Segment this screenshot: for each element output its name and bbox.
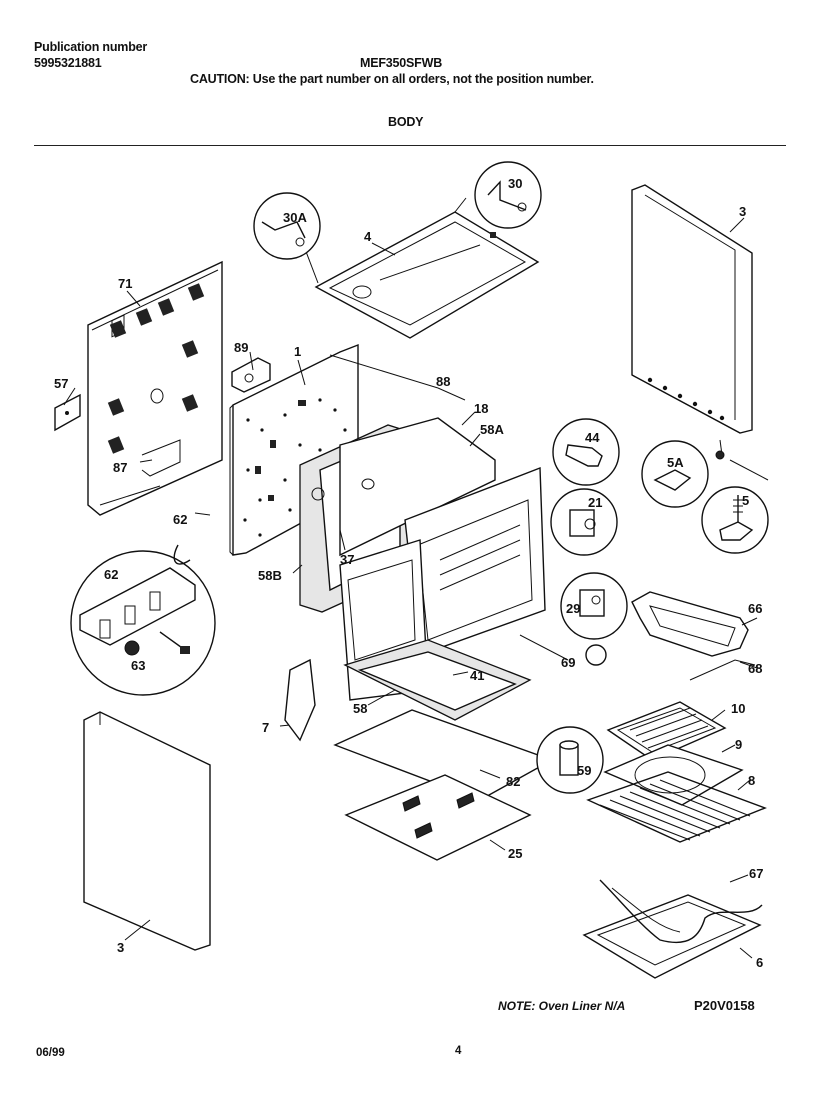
callout-6: 6 — [756, 955, 763, 970]
inset-5A — [641, 440, 709, 508]
callout-5A: 5A — [667, 455, 684, 470]
callout-25: 25 — [508, 846, 522, 861]
inset-30 — [474, 161, 542, 229]
callout-88: 88 — [436, 374, 450, 389]
callout-68: 68 — [748, 661, 762, 676]
callout-4: 4 — [364, 229, 372, 244]
oven-cavity — [299, 417, 554, 861]
part-69 — [585, 644, 607, 666]
callout-10: 10 — [731, 701, 745, 716]
callout-37: 37 — [340, 552, 354, 567]
footer-date: 06/99 — [36, 1047, 65, 1059]
inset-21 — [550, 488, 618, 556]
callout-3-bottom: 3 — [117, 940, 124, 955]
publication-number: 5995321881 — [34, 56, 102, 70]
part-5A-pin — [715, 450, 725, 460]
callout-7: 7 — [262, 720, 269, 735]
callout-1: 1 — [294, 344, 301, 359]
callout-30A: 30A — [283, 210, 307, 225]
broiler-pan-9 — [603, 744, 744, 806]
callout-62-inset: 62 — [104, 567, 118, 582]
top-panel-4 — [314, 211, 540, 339]
page-number: 4 — [455, 1045, 462, 1057]
oven-liner-note: NOTE: Oven Liner N/A — [498, 999, 626, 1013]
model-number: MEF350SFWB — [360, 56, 443, 70]
callout-69: 69 — [561, 655, 575, 670]
oven-rack-8 — [586, 771, 767, 843]
inset-59 — [536, 726, 604, 794]
callout-21: 21 — [588, 495, 602, 510]
callout-87: 87 — [113, 460, 127, 475]
broil-element-66 — [631, 591, 756, 681]
callout-labels: 30A 30 4 3 71 57 89 1 88 18 58A 44 87 5A… — [54, 176, 763, 970]
inset-29 — [560, 572, 628, 640]
section-title: BODY — [388, 115, 424, 129]
callout-18: 18 — [474, 401, 488, 416]
callout-58: 58 — [353, 701, 367, 716]
callout-8: 8 — [748, 773, 755, 788]
callout-89: 89 — [234, 340, 248, 355]
publication-label: Publication number — [34, 40, 148, 54]
callout-5: 5 — [742, 493, 749, 508]
callout-71: 71 — [118, 276, 132, 291]
callout-3-top: 3 — [739, 204, 746, 219]
callout-67: 67 — [749, 866, 763, 881]
inset-30A — [253, 192, 321, 260]
callout-9: 9 — [735, 737, 742, 752]
callout-57: 57 — [54, 376, 68, 391]
broiler-insert-10 — [606, 701, 727, 761]
callout-41: 41 — [470, 668, 484, 683]
bake-element-67 — [582, 879, 763, 979]
callout-58A: 58A — [480, 422, 504, 437]
callout-29: 29 — [566, 601, 580, 616]
inset-44 — [552, 418, 620, 486]
callout-59: 59 — [577, 763, 591, 778]
caution-text: CAUTION: Use the part number on all orde… — [190, 72, 594, 86]
callout-63: 63 — [131, 658, 145, 673]
callout-58B: 58B — [258, 568, 282, 583]
side-panel-3-top — [631, 184, 753, 434]
side-panel-3-bottom — [83, 711, 211, 951]
callout-44: 44 — [585, 430, 600, 445]
callout-62-top: 62 — [173, 512, 187, 527]
callout-30: 30 — [508, 176, 522, 191]
inset-5 — [701, 486, 769, 554]
callout-66: 66 — [748, 601, 762, 616]
drawing-code: P20V0158 — [694, 998, 755, 1013]
inset-62-63 — [70, 544, 216, 696]
header-divider — [34, 145, 786, 146]
back-panel-71 — [87, 260, 223, 516]
callout-82: 82 — [506, 774, 520, 789]
bracket-57 — [54, 393, 81, 432]
part-7 — [284, 658, 316, 742]
